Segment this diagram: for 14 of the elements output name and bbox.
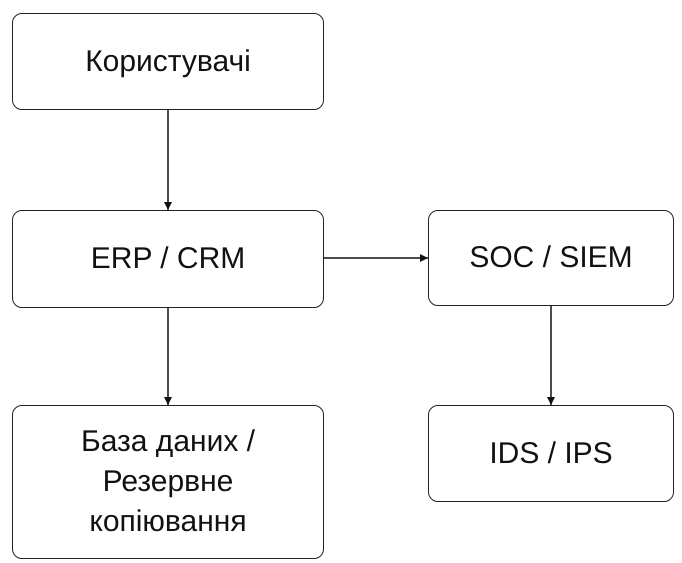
process-box: [12, 405, 324, 559]
arrow: [547, 306, 555, 405]
process-box: [12, 210, 324, 308]
box-label: IDS / IPS: [489, 436, 613, 472]
box-label: Користувачі: [85, 44, 251, 80]
arrow: [164, 308, 172, 405]
box-label: ERP / CRM: [90, 241, 246, 277]
process-box: [428, 405, 674, 502]
box-label: SOC / SIEM: [469, 240, 633, 276]
arrow: [164, 110, 172, 210]
process-box: [12, 13, 324, 110]
arrow: [324, 254, 428, 262]
box-label: База даних / Резервне копіювання: [80, 424, 256, 540]
process-box: [428, 210, 674, 306]
